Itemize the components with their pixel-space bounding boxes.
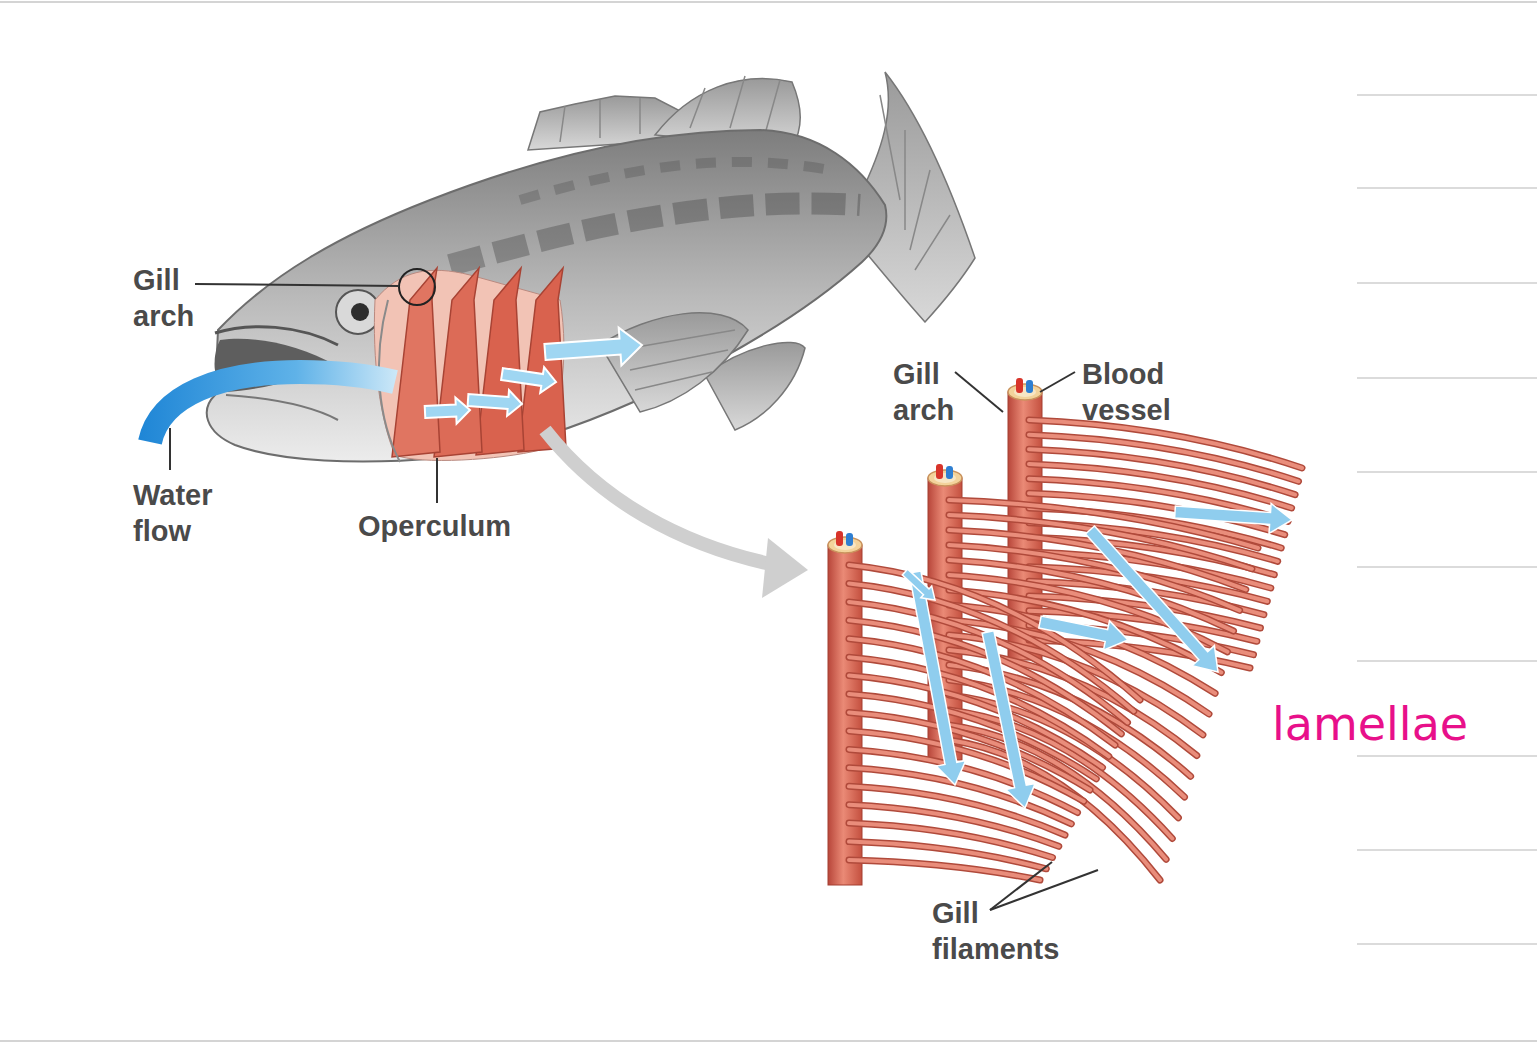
artery <box>836 531 843 546</box>
vein <box>846 533 853 546</box>
water-flow-band <box>150 372 395 442</box>
filament <box>849 860 1040 880</box>
filament-outline <box>849 860 1040 880</box>
part-label: Operculum <box>358 508 511 544</box>
arch-rim <box>928 470 962 486</box>
water-arrow <box>1039 616 1128 650</box>
body-markings <box>520 162 830 200</box>
gill-arch-drawing <box>828 531 1140 885</box>
filament <box>1029 449 1295 494</box>
ruled-line <box>1357 755 1537 757</box>
water-arrow <box>1175 504 1292 534</box>
gill-sheet <box>476 268 524 455</box>
part-label: Gill arch <box>133 262 213 335</box>
water-arrows <box>902 504 1292 809</box>
ruled-line <box>1357 94 1537 96</box>
water-arrow <box>1086 526 1219 672</box>
ruled-line <box>1357 471 1537 473</box>
leader-line <box>990 870 1098 910</box>
leader-line <box>990 862 1052 910</box>
ruled-line <box>1357 660 1537 662</box>
fish-body <box>207 130 886 462</box>
gill-sheet <box>392 268 440 457</box>
gill-arch-circle <box>399 269 435 305</box>
water-arrows <box>425 328 642 424</box>
water-arrow <box>982 631 1035 808</box>
part-label: Blood vessel <box>1082 356 1197 429</box>
zoom-arrow <box>545 430 775 565</box>
upper-lip <box>215 327 338 345</box>
part-label: Gill filaments <box>932 895 1092 968</box>
leader-line <box>436 458 438 503</box>
filament <box>849 639 1115 745</box>
gill-sheet <box>434 268 482 457</box>
vein <box>946 466 953 479</box>
ruled-line <box>1357 566 1537 568</box>
water-arrow <box>909 571 966 785</box>
gill-arch-drawing <box>928 464 1258 880</box>
water-arrow <box>501 367 556 393</box>
part-label: Gill arch <box>893 356 973 429</box>
water-arrow <box>902 569 935 600</box>
part-label: Water flow <box>133 477 233 550</box>
gill-detail <box>828 378 1302 885</box>
artery <box>936 464 943 479</box>
lower-jaw <box>226 395 338 420</box>
frame-line <box>0 1040 1537 1042</box>
leader-lines <box>170 284 1098 910</box>
vein <box>1026 380 1033 393</box>
gill-filaments-drawing <box>849 565 1140 880</box>
ruled-line <box>1357 282 1537 284</box>
leader-line <box>1040 372 1075 392</box>
ruled-line <box>1357 943 1537 945</box>
ruled-line <box>1357 187 1537 189</box>
arch-rim <box>828 537 862 553</box>
fin-rays <box>880 95 950 270</box>
fish-drawing <box>150 72 975 462</box>
handwritten-annotation: lamellae <box>1268 698 1472 751</box>
filament-outline <box>849 639 1115 745</box>
zoom-arrow-head <box>762 538 808 598</box>
ruled-line <box>1357 849 1537 851</box>
body-markings <box>450 203 860 265</box>
ruled-line <box>1357 377 1537 379</box>
leader-line <box>955 372 1003 412</box>
leader-line <box>169 428 171 470</box>
fin-rays <box>620 330 735 390</box>
fish-eye <box>336 290 380 334</box>
artery <box>1016 378 1023 393</box>
arch-rim <box>1008 384 1042 400</box>
fish-pupil <box>351 303 369 321</box>
leader-line <box>195 284 399 286</box>
frame-line <box>0 1 1537 3</box>
filament-outline <box>1029 464 1292 508</box>
water-arrow <box>425 398 470 424</box>
ruled-lines <box>1357 95 1537 944</box>
water-arrow <box>544 328 642 366</box>
filament-outline <box>1029 449 1295 494</box>
water-arrow <box>468 390 522 416</box>
filament <box>1029 464 1292 508</box>
